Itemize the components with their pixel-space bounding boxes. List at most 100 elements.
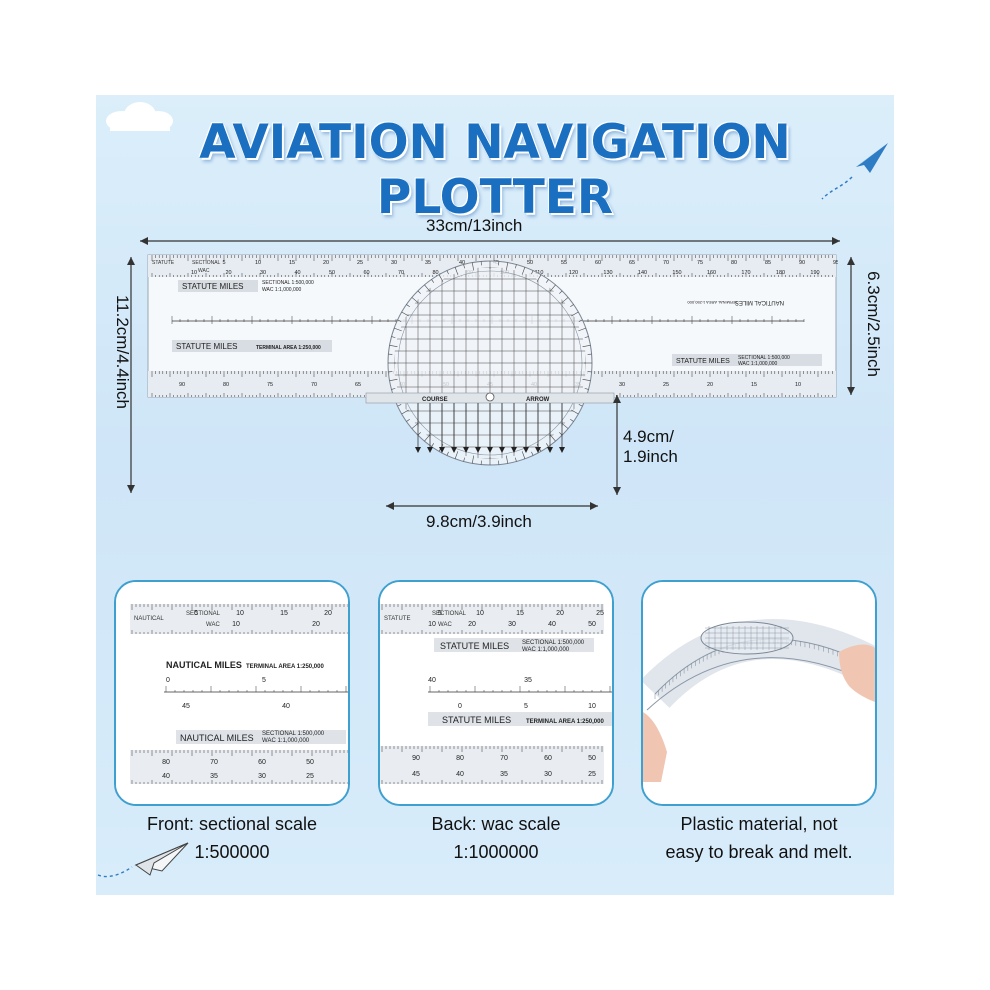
scale-number: 75 xyxy=(267,382,273,388)
scale-number: 50 xyxy=(329,270,335,276)
course-label: COURSE xyxy=(422,397,448,403)
scale-number: 95 xyxy=(833,260,838,266)
scale-number: 30 xyxy=(619,382,625,388)
scale-number: 35 xyxy=(425,260,431,266)
scale-number: 10 xyxy=(428,621,436,628)
degree-tick xyxy=(571,409,579,415)
scale-number: 35 xyxy=(210,773,218,780)
scale-number: 25 xyxy=(306,773,314,780)
scale-number: 15 xyxy=(289,260,295,266)
scale-number: 90 xyxy=(179,382,185,388)
arrow-head xyxy=(439,447,445,453)
scale-number: 10 xyxy=(232,621,240,628)
degree-tick xyxy=(411,297,419,303)
ruler-statute-label: STATUTE xyxy=(152,260,175,266)
caption-back-line1: Back: wac scale xyxy=(431,814,561,834)
scale-number: 85 xyxy=(765,260,771,266)
protractor-height-line1: 4.9cm/ xyxy=(623,427,675,446)
degree-tick xyxy=(438,274,444,282)
scale-number: 70 xyxy=(210,759,218,766)
scale-number: 170 xyxy=(741,270,750,276)
degree-tick xyxy=(506,455,509,464)
degree-tick xyxy=(389,379,398,382)
scale-number: 65 xyxy=(355,382,361,388)
card2-sectional: SECTIONAL xyxy=(432,611,467,617)
scale-number: 5 xyxy=(194,610,198,617)
caption-front-line2: 1:500000 xyxy=(194,842,270,862)
card1-sect-scale: SECTIONAL 1:500,000 xyxy=(262,731,325,737)
scale-number: 45 xyxy=(412,771,420,778)
degree-tick xyxy=(446,451,449,456)
bent-plotter-photo-card xyxy=(641,580,877,806)
scale-number: 25 xyxy=(663,382,669,388)
degree-tick xyxy=(584,336,589,338)
scale-number: 30 xyxy=(258,773,266,780)
degree-tick xyxy=(506,262,509,271)
height-label: 11.2cm/4.4inch xyxy=(113,294,132,410)
degree-tick xyxy=(521,267,526,275)
scale-number: 70 xyxy=(500,755,508,762)
paper-plane-icon xyxy=(821,143,888,200)
degree-tick xyxy=(401,311,409,317)
arrow-head xyxy=(463,447,469,453)
scale-number: 130 xyxy=(603,270,612,276)
scale-number: 5 xyxy=(438,610,442,617)
ruler-height-label: 6.3cm/2.5inch xyxy=(864,271,883,377)
sectional-scale-label-2: SECTIONAL 1:500,000 xyxy=(738,355,790,361)
sectional-scale-label: SECTIONAL 1:500,000 xyxy=(262,280,314,286)
degree-tick xyxy=(582,344,591,347)
degree-tick xyxy=(545,443,549,447)
cloud-icon xyxy=(106,102,173,131)
scale-number: 50 xyxy=(588,621,596,628)
degree-tick xyxy=(471,455,474,464)
card2-heading: STATUTE MILES xyxy=(440,641,509,651)
scale-number: 40 xyxy=(428,677,436,684)
degree-tick xyxy=(463,457,465,462)
degree-tick xyxy=(417,290,421,294)
arrow-head xyxy=(451,447,457,453)
degree-tick xyxy=(550,284,556,292)
degree-tick xyxy=(406,304,410,308)
degree-tick xyxy=(536,274,542,282)
card1-label2: NAUTICAL MILES xyxy=(180,733,254,743)
scale-number: 20 xyxy=(324,610,332,617)
scale-number: 55 xyxy=(561,260,567,266)
protractor-degree-ticks xyxy=(388,261,592,465)
scale-number: 60 xyxy=(363,270,369,276)
scale-number: 70 xyxy=(663,260,669,266)
degree-tick xyxy=(411,423,419,429)
scale-number: 5 xyxy=(222,260,225,266)
scale-number: 30 xyxy=(544,771,552,778)
arrow-head xyxy=(523,447,529,453)
caption-back: Back: wac scale 1:1000000 xyxy=(376,810,616,866)
scale-number: 15 xyxy=(751,382,757,388)
statute-miles-label-2: STATUTE MILES xyxy=(176,342,238,351)
page-title: AVIATION NAVIGATION PLOTTER xyxy=(199,115,791,225)
caption-front: Front: sectional scale 1:500000 xyxy=(112,810,352,866)
degree-tick xyxy=(391,336,396,338)
ruler-height-arrow xyxy=(847,257,855,395)
scale-number: 40 xyxy=(548,621,556,628)
degree-tick xyxy=(454,267,459,275)
arrow-label: ARROW xyxy=(526,397,550,403)
scale-number: 50 xyxy=(588,755,596,762)
scale-number: 10 xyxy=(588,703,596,710)
caption-material-line1: Plastic material, not xyxy=(680,814,838,834)
degree-tick xyxy=(424,434,430,442)
scale-number: 0 xyxy=(166,677,170,684)
scale-number: 190 xyxy=(810,270,819,276)
wac-scale-label: WAC 1:1,000,000 xyxy=(262,287,302,293)
scale-number: 60 xyxy=(258,759,266,766)
scale-number: 10 xyxy=(476,610,484,617)
degree-tick xyxy=(584,388,589,390)
degree-tick xyxy=(578,404,583,407)
scale-number: 90 xyxy=(799,260,805,266)
arrow-head xyxy=(499,447,505,453)
protractor-arrows xyxy=(415,403,565,453)
scale-number: 80 xyxy=(456,755,464,762)
degree-tick xyxy=(454,451,459,459)
degree-tick xyxy=(531,451,534,456)
